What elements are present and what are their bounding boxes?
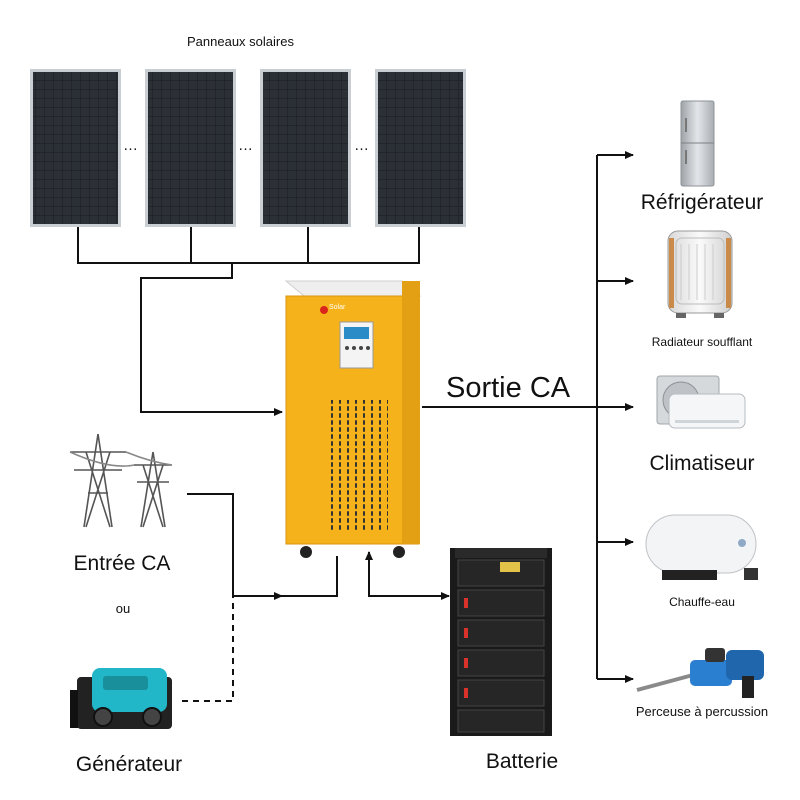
refrigerator-icon (680, 100, 715, 187)
power-pylon-icon (69, 433, 173, 528)
panel-ellipsis: … (123, 137, 138, 154)
battery-rack (450, 548, 552, 736)
ac-output-label: Sortie CA (446, 372, 571, 404)
battery-label: Batterie (485, 750, 559, 773)
wiring (77, 151, 634, 702)
generator-label: Générateur (75, 753, 183, 776)
solar-panel-3 (260, 69, 351, 227)
solar-panel-4 (375, 69, 466, 227)
panel-ellipsis: … (238, 137, 253, 154)
fan-heater-icon (667, 230, 733, 318)
panel-ellipsis: … (354, 137, 369, 154)
load-label-refrigerator: Réfrigérateur (640, 191, 764, 214)
inverter-unit (284, 280, 422, 558)
load-label-fan-heater: Radiateur soufflant (651, 335, 753, 349)
inverter-brand: Solar (329, 304, 346, 311)
solar-panel-1 (30, 69, 121, 227)
generator-icon (70, 668, 172, 729)
load-label-hammer-drill: Perceuse à percussion (635, 704, 769, 719)
water-heater-icon (645, 514, 758, 580)
hammer-drill-icon (636, 648, 764, 698)
solar-panel-2 (145, 69, 236, 227)
or-text: ou (115, 601, 131, 616)
load-label-water-heater: Chauffe-eau (669, 595, 735, 609)
ac-input-label: Entrée CA (73, 552, 171, 575)
load-label-air-conditioner: Climatiseur (649, 452, 755, 475)
solar-panels-title: Panneaux solaires (187, 34, 294, 49)
air-conditioner-icon (656, 375, 746, 429)
